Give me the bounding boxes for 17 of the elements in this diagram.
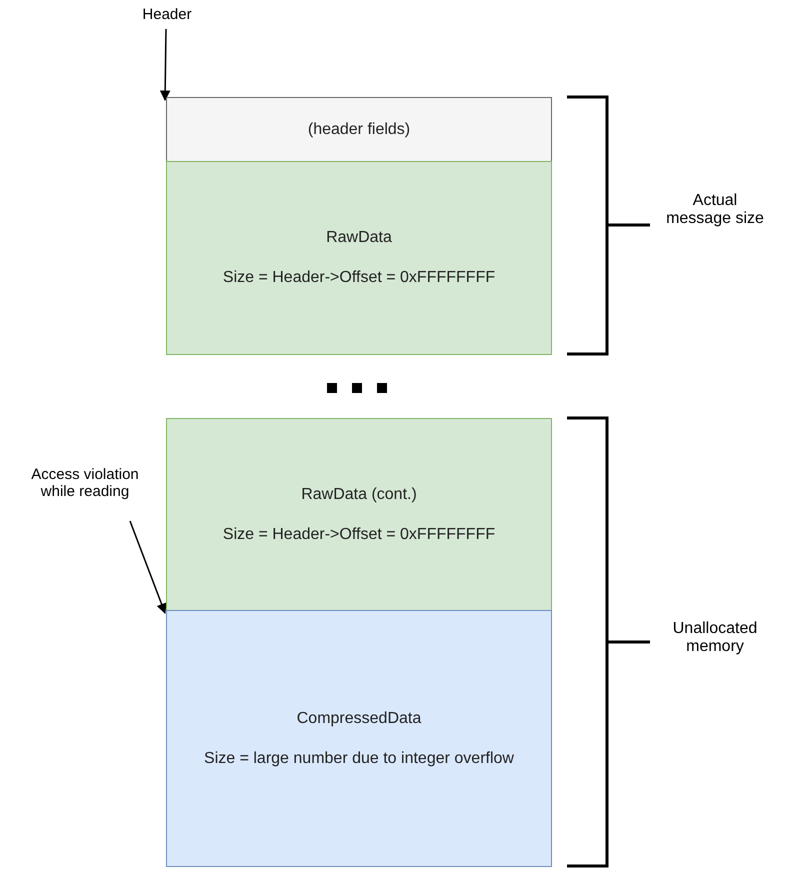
callout-label: Header — [127, 6, 207, 28]
size-text: Size = Header->Offset = 0xFFFFFFFF — [222, 269, 496, 287]
block-title: CompressedData — [296, 710, 422, 728]
block-title: RawData (cont.) — [301, 486, 417, 504]
bracket-label: Actual message size — [665, 192, 765, 228]
memory-block — [166, 418, 552, 611]
size-text: Size = large number due to integer overflow — [204, 750, 514, 768]
block-title: RawData — [326, 229, 392, 247]
bracket-label: Unallocated memory — [672, 620, 758, 656]
arrow — [160, 28, 170, 102]
block-title: (header fields) — [308, 120, 410, 138]
memory-block — [166, 610, 552, 867]
callout-label: Access violation while reading — [30, 466, 140, 520]
size-text: Size = Header->Offset = 0xFFFFFFFF — [222, 526, 496, 544]
arrow — [129, 520, 167, 614]
header-fields-block — [166, 97, 552, 162]
memory-block — [166, 161, 552, 355]
